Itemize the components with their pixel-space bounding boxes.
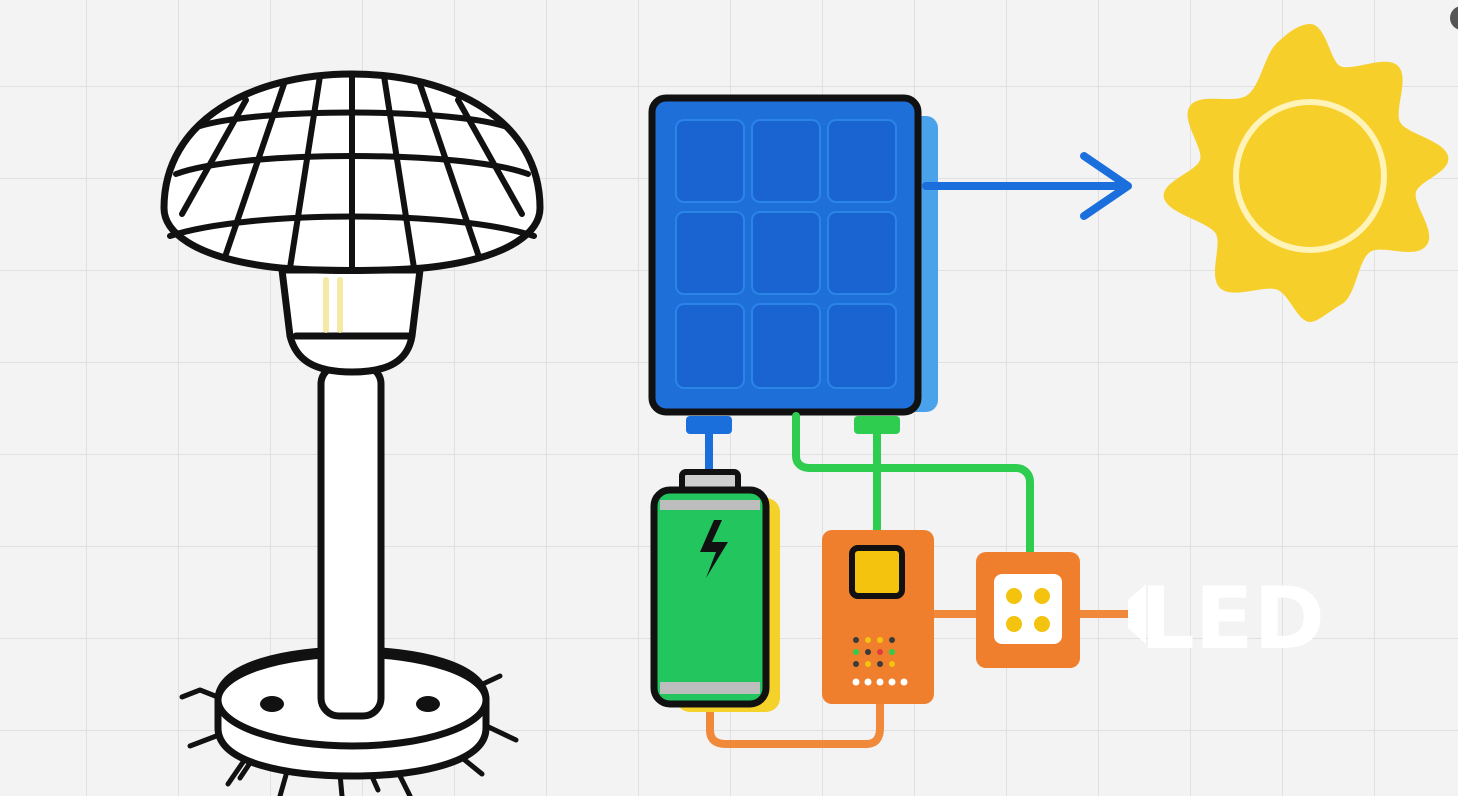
panel-connector-green	[854, 416, 900, 434]
sun-core	[1233, 99, 1387, 253]
lamp-bulb-holder	[278, 266, 424, 376]
lightning-bolt-icon	[700, 520, 728, 578]
battery-icon	[650, 469, 780, 712]
base-hole-left	[260, 696, 284, 712]
led-module-icon	[976, 552, 1080, 668]
solar-panel-cells	[675, 119, 897, 389]
sun-icon	[1163, 24, 1449, 322]
wire-orange-battery	[706, 696, 884, 748]
controller-chip	[849, 545, 905, 599]
solar-panel-icon	[648, 94, 938, 434]
controller-leds	[852, 637, 908, 686]
battery-body	[650, 486, 770, 708]
lamp-bulb-glow	[323, 277, 343, 333]
wiring	[705, 412, 1132, 748]
corner-dot	[1450, 6, 1458, 30]
lamp-shade-grid	[167, 71, 537, 271]
battery-top-band	[660, 500, 760, 510]
base-hole-right	[416, 696, 440, 712]
panel-connector-blue	[686, 416, 732, 434]
led-label: LED	[1140, 569, 1325, 669]
lamp-pole	[317, 362, 385, 720]
led-plug-icon	[1128, 584, 1146, 644]
garden-lamp-icon	[160, 70, 544, 796]
wire-green-led	[792, 412, 1034, 556]
charge-controller-icon	[822, 530, 934, 704]
battery-bottom-band	[660, 682, 760, 694]
led-module-face	[994, 574, 1062, 644]
arrow-to-sun	[922, 152, 1132, 220]
